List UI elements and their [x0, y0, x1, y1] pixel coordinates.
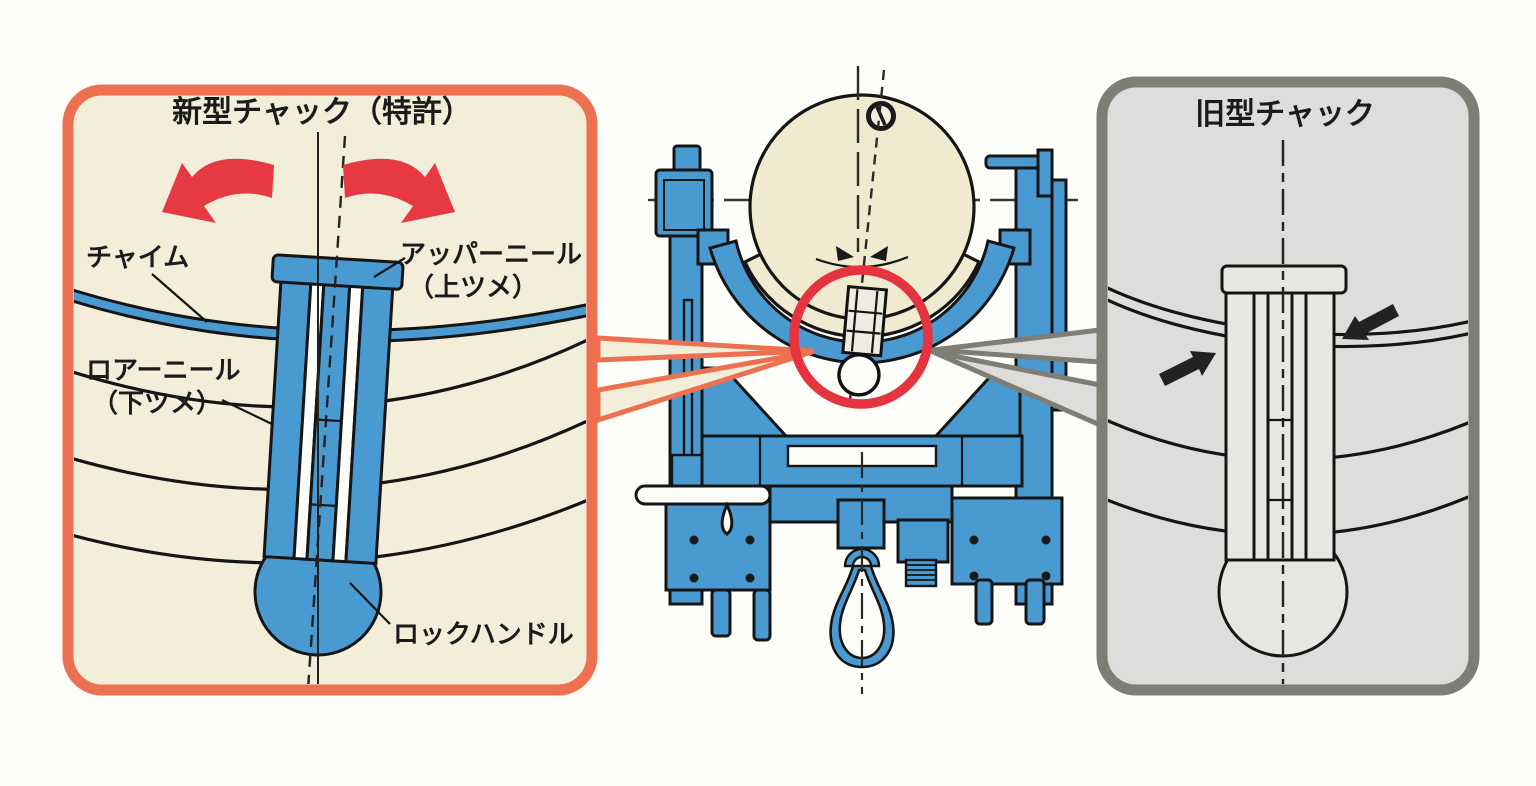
- label-lower-claw-1: ロアーニール: [86, 356, 240, 386]
- label-lower-claw-2: （下ツメ）: [92, 389, 222, 419]
- release-handle-bar: [634, 484, 772, 506]
- chuck-right-column: [1304, 290, 1336, 562]
- striker-chuck-body: [841, 285, 889, 358]
- left-mount-plate: [664, 496, 772, 592]
- chuck-rung: [315, 418, 342, 423]
- adjuster-bracket: [896, 518, 950, 564]
- chuck-tilted-axis: [306, 135, 347, 684]
- leg: [752, 588, 772, 642]
- bolt: [1041, 535, 1051, 545]
- bolt: [689, 535, 699, 545]
- chime-band: [74, 283, 586, 344]
- highlight-circle: [789, 265, 933, 409]
- old-chuck-title: 旧型チャック: [1195, 97, 1375, 132]
- knurl-lines: [906, 564, 936, 581]
- callout-beams: [595, 327, 1103, 428]
- chime-bell: [748, 93, 976, 321]
- pinch-right-arrow-icon: [1342, 304, 1399, 340]
- new-chuck-drawing: [74, 132, 586, 684]
- label-lock-handle: ロックハンドル: [393, 620, 574, 650]
- bolt: [969, 535, 979, 545]
- new-chuck-panel: 新型チャック（特許） チャイム アッパーニール （上ツメ） ロアーニール （下ツ…: [62, 84, 598, 696]
- swing-right-arrow-icon: [343, 158, 455, 223]
- label-chime: チャイム: [86, 243, 189, 273]
- machine-drawing: [634, 66, 1078, 694]
- label-upper-claw-2: （上ツメ）: [408, 273, 538, 303]
- bell-pin-slot: [875, 106, 887, 126]
- striker-lock-handle: [837, 353, 881, 397]
- old-chuck-panel: 旧型チャック: [1096, 76, 1480, 696]
- chuck-slot: [1252, 290, 1270, 562]
- bolt: [1041, 571, 1051, 581]
- loop-mount: [843, 547, 881, 568]
- leg: [974, 578, 994, 626]
- leader-lines: [151, 257, 406, 625]
- chuck-center-column: [1266, 290, 1294, 562]
- chuck-slot: [1290, 290, 1308, 562]
- new-chuck-assembly: [253, 253, 405, 657]
- left-callout-beam-upper: [595, 335, 815, 363]
- bolt: [969, 571, 979, 581]
- bolt: [689, 573, 699, 583]
- chuck-rung: [848, 309, 883, 315]
- bolt: [745, 535, 755, 545]
- striker-chuck: [837, 285, 889, 397]
- chuck-rung: [310, 503, 337, 508]
- leg: [710, 588, 732, 638]
- bolt: [745, 573, 755, 583]
- knurled-screw: [904, 558, 938, 588]
- motor-box-inner: [663, 179, 705, 231]
- leg: [1024, 578, 1046, 626]
- left-callout-beam-lower: [595, 349, 815, 423]
- chuck-rung: [846, 329, 881, 335]
- motor-box: [654, 168, 714, 238]
- teardrop-hole: [720, 501, 734, 536]
- bell-cradle: [708, 239, 1016, 365]
- new-chuck-title: 新型チャック（特許）: [172, 95, 472, 130]
- chuck-bar: [870, 291, 879, 354]
- upper-claw-cap: [270, 253, 405, 291]
- motor-cap: [672, 144, 702, 174]
- swing-left-arrow-icon: [162, 158, 274, 223]
- old-chuck-drawing: [1108, 140, 1468, 684]
- chuck-bar: [850, 289, 859, 352]
- right-hook: [1036, 148, 1054, 198]
- pinch-left-arrow-icon: [1159, 351, 1216, 386]
- right-top-bar: [984, 154, 1046, 170]
- label-upper-claw-1: アッパーニール: [400, 240, 582, 270]
- chuck-left-column: [1224, 290, 1256, 562]
